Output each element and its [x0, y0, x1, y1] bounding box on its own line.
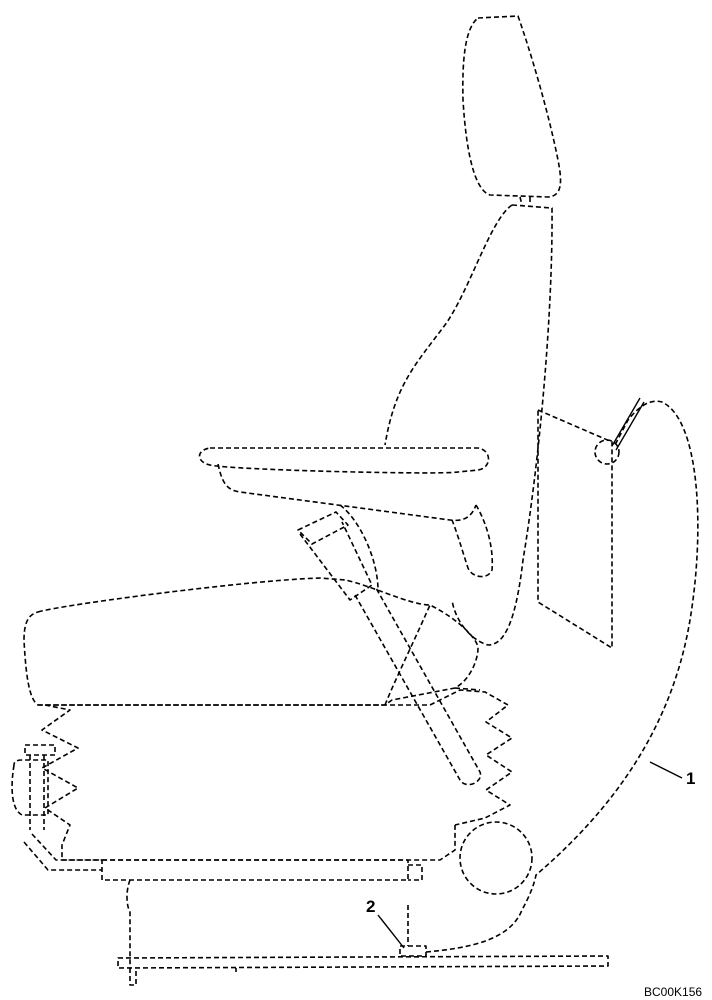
leader-line-1 — [649, 761, 683, 779]
figure-code: BC00K156 — [644, 985, 702, 999]
armrest-support — [297, 511, 482, 786]
wiring-harness — [425, 400, 699, 953]
leader-line-2 — [377, 914, 405, 949]
mounting-panel — [537, 397, 645, 649]
headrest — [462, 15, 562, 206]
ground-connector — [399, 905, 427, 957]
slide-rail — [101, 859, 423, 965]
adjustment-knob — [11, 744, 56, 830]
base-plate — [117, 955, 609, 986]
seat-cushion — [23, 577, 481, 706]
backrest — [384, 204, 553, 646]
callout-1: 1 — [649, 761, 695, 788]
armrest — [198, 447, 494, 591]
front-lever — [23, 833, 102, 871]
callout-2: 2 — [366, 897, 405, 949]
callout-label-1: 1 — [686, 769, 695, 788]
callout-label-2: 2 — [366, 897, 375, 916]
suspension-bellows — [38, 689, 513, 861]
